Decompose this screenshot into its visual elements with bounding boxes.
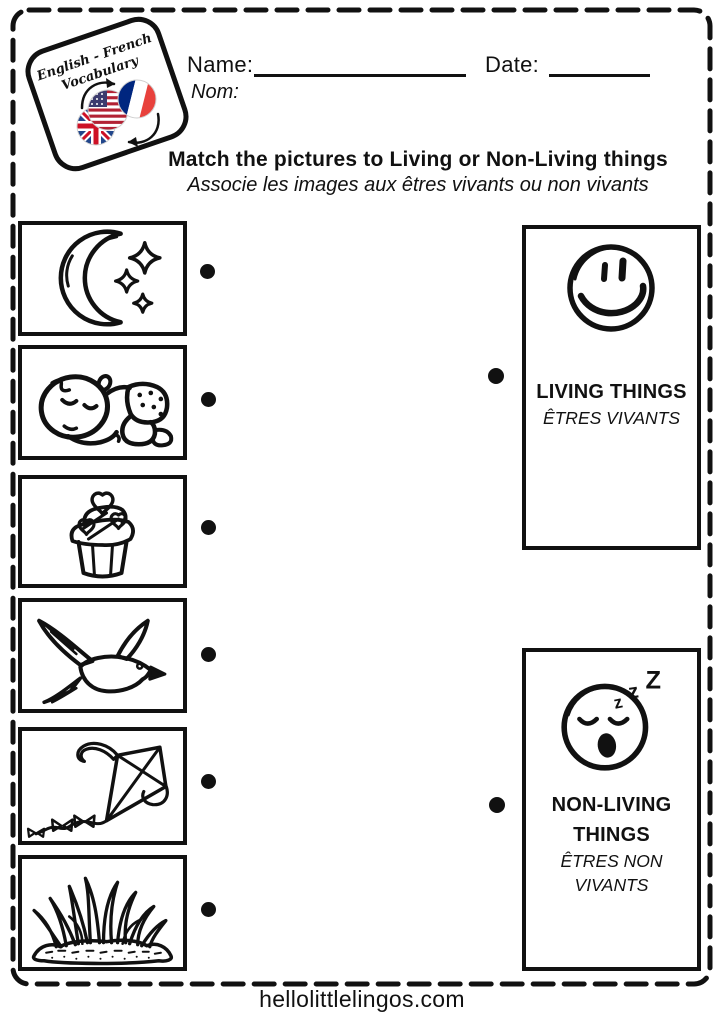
- worksheet-title-fr: Associe les images aux êtres vivants ou …: [187, 174, 649, 196]
- grass-image: [31, 876, 174, 966]
- etres-vivants-label: ÊTRES VIVANTS: [542, 408, 681, 428]
- moon-stars-image: [58, 229, 162, 327]
- category-box-nonliving[interactable]: z z Z NON-LIVING THINGS ÊTRES NON VIVANT…: [522, 648, 701, 971]
- worksheet-title-en: Match the pictures to Living or Non-Livi…: [168, 148, 668, 171]
- match-dot-nonliving[interactable]: [489, 797, 505, 813]
- match-dot-living[interactable]: [488, 368, 504, 384]
- smiley-face-icon: [567, 244, 655, 332]
- item-box-baby[interactable]: [18, 345, 187, 460]
- snore-z1: z: [612, 691, 625, 712]
- item-box-bird[interactable]: [18, 598, 187, 713]
- item-box-kite[interactable]: [18, 727, 187, 845]
- match-dot-baby[interactable]: [201, 392, 216, 407]
- item-box-moon[interactable]: [18, 221, 187, 336]
- nom-label: Nom:: [191, 81, 239, 103]
- match-dot-kite[interactable]: [201, 774, 216, 789]
- item-box-grass[interactable]: [18, 855, 187, 971]
- snore-z3: Z: [646, 667, 662, 695]
- kite-image: [26, 741, 169, 838]
- site-url: hellolittlelingos.com: [259, 986, 465, 1012]
- match-dot-moon[interactable]: [200, 264, 215, 279]
- date-label: Date:: [485, 52, 540, 77]
- sleeping-face-icon: z z Z: [561, 667, 662, 771]
- name-input-line[interactable]: [254, 74, 466, 77]
- match-dot-bird[interactable]: [201, 647, 216, 662]
- nonliving-things-label: NON-LIVING THINGS: [551, 794, 672, 846]
- date-input-line[interactable]: [549, 74, 650, 77]
- etres-non-vivants-label: ÊTRES NON VIVANTS: [560, 851, 663, 895]
- living-things-label: LIVING THINGS: [536, 381, 687, 403]
- match-dot-grass[interactable]: [201, 902, 216, 917]
- cupcake-image: [69, 491, 135, 579]
- snore-z2: z: [627, 680, 640, 703]
- language-swap-flags-icon: [76, 75, 161, 147]
- category-box-living[interactable]: LIVING THINGS ÊTRES VIVANTS: [522, 225, 701, 550]
- item-box-cupcake[interactable]: [18, 475, 187, 588]
- name-label: Name:: [187, 52, 254, 77]
- match-dot-cupcake[interactable]: [201, 520, 216, 535]
- sleeping-baby-image: [38, 374, 174, 448]
- flying-bird-image: [37, 618, 167, 705]
